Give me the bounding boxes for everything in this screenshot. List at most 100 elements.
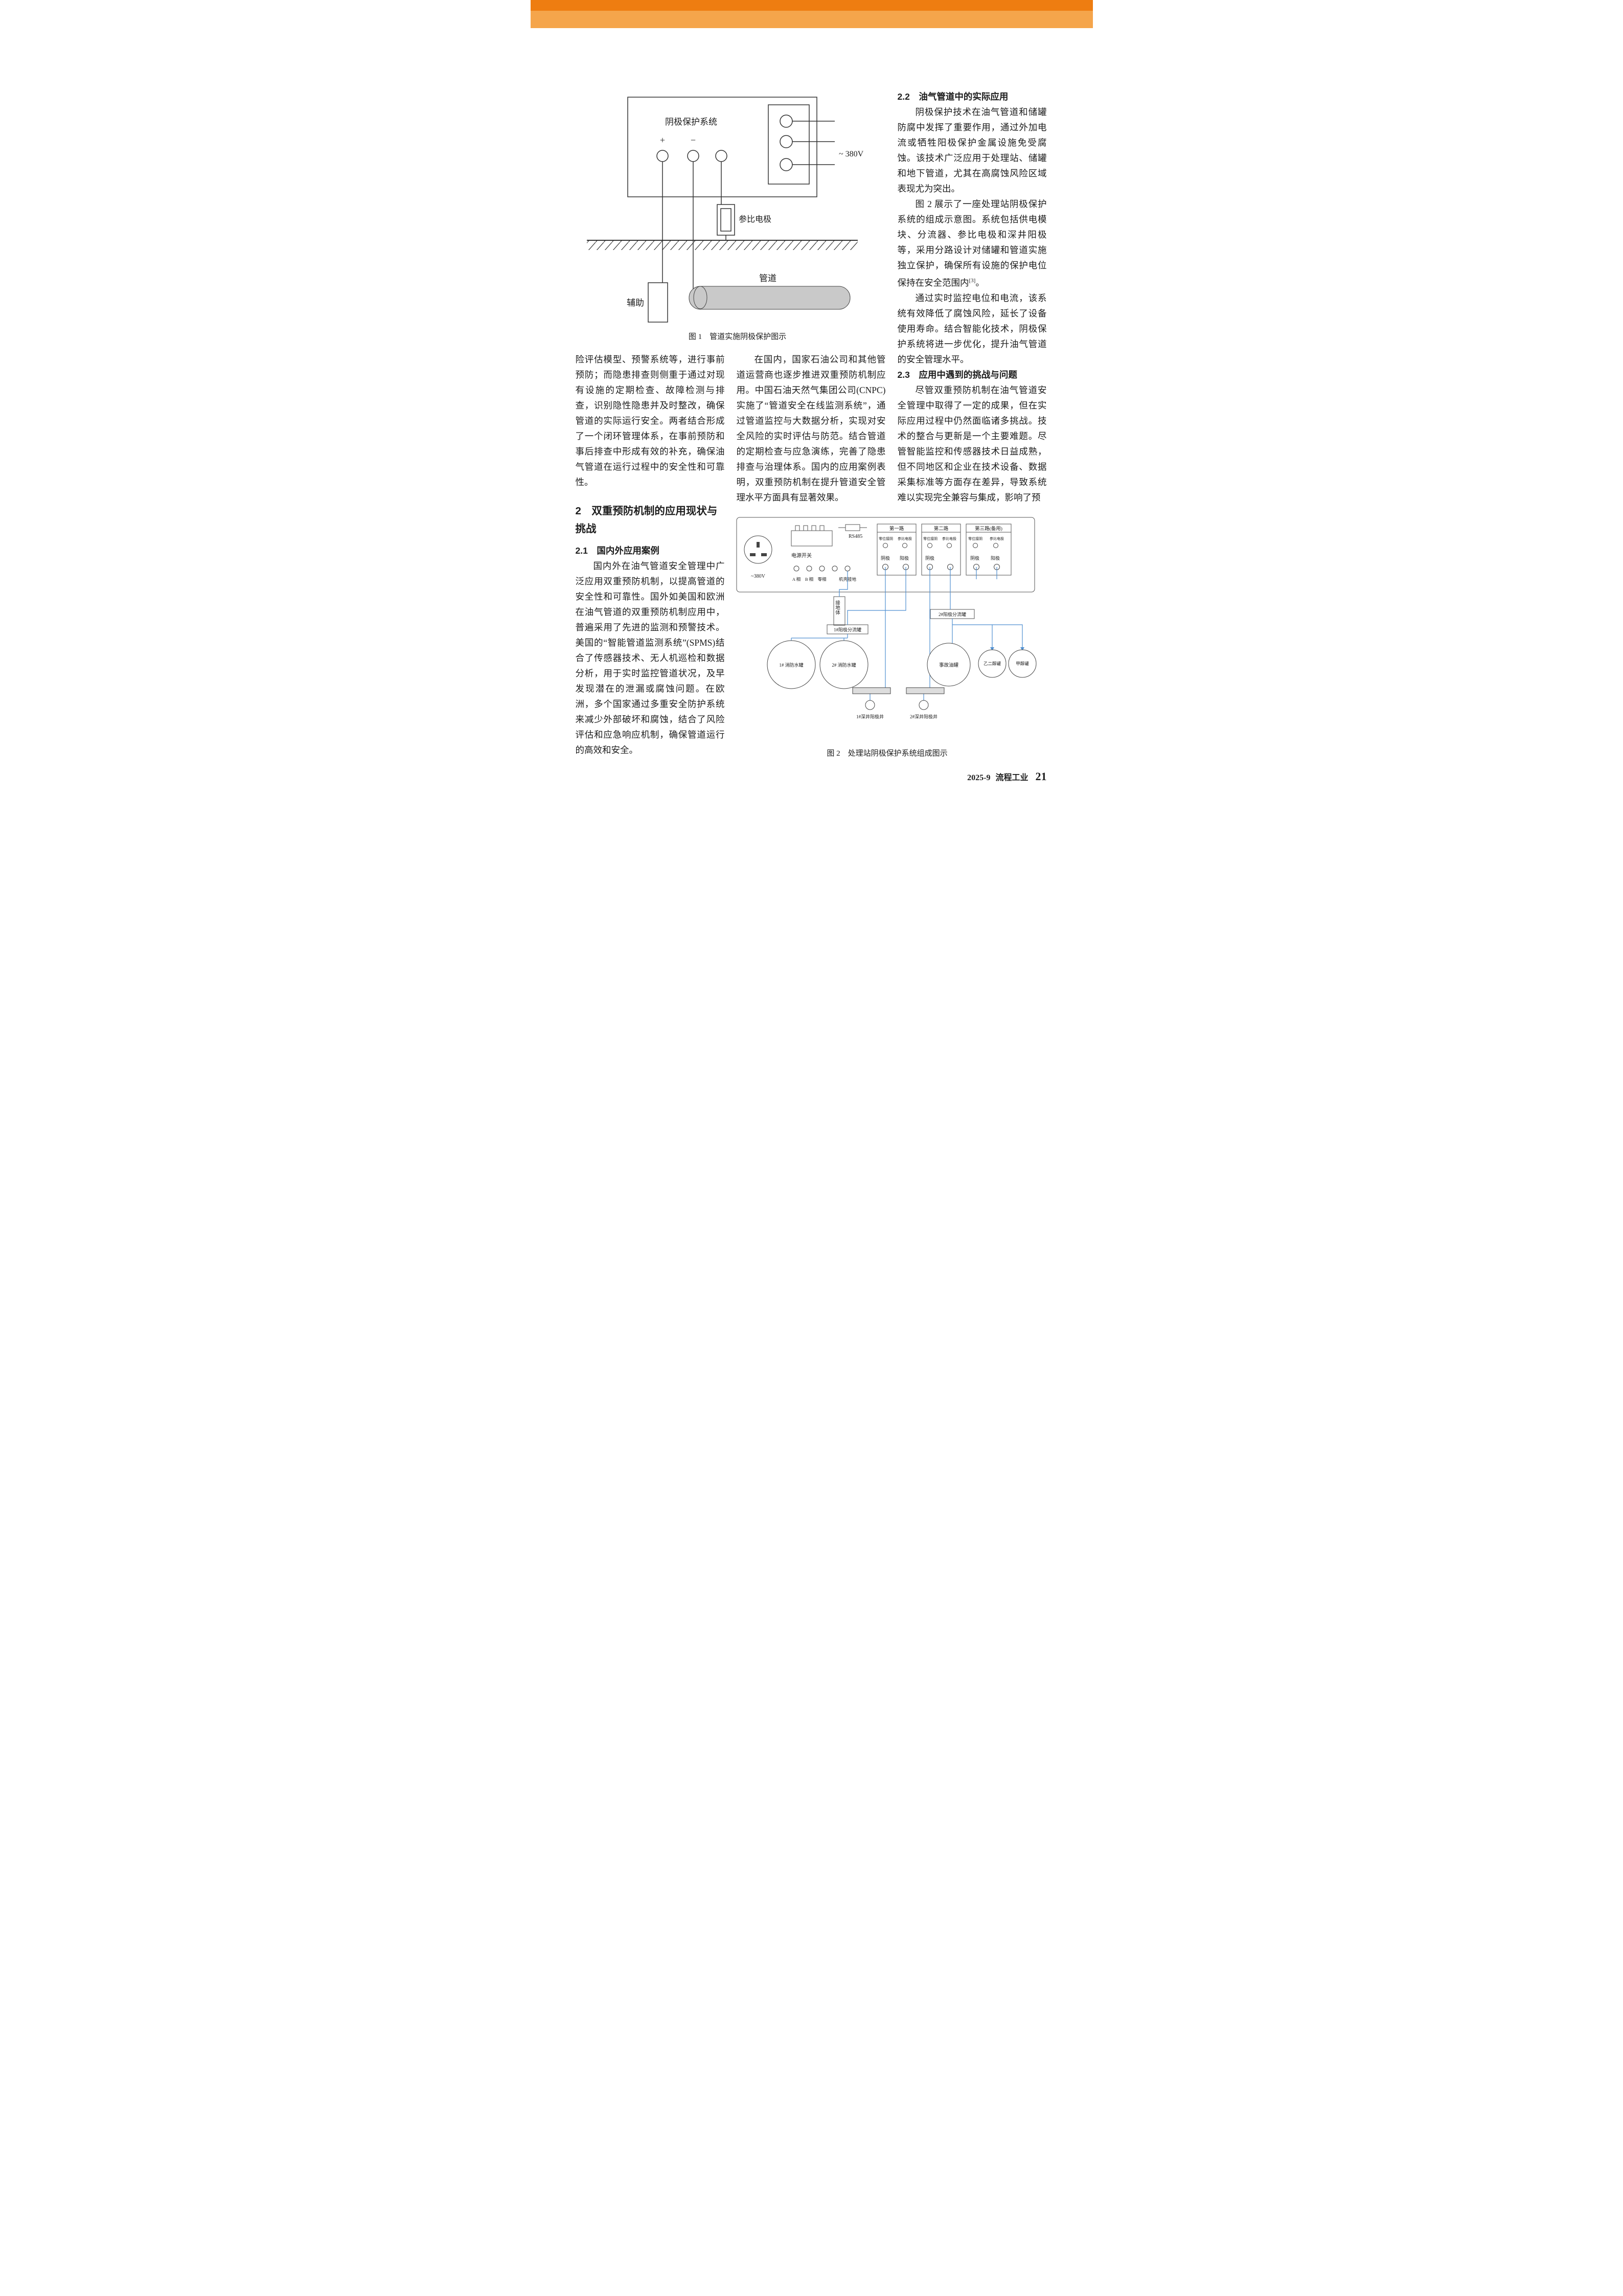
paragraph-text: 。 bbox=[975, 277, 985, 288]
label-auxiliary: 辅助 bbox=[627, 298, 644, 308]
figure2-schematic: ~380V 电源开关 RS485 A 相 B 相 零相 机壳接地 bbox=[736, 517, 1036, 719]
socket-neutral-pin bbox=[761, 553, 767, 556]
zero-ref-terminal bbox=[972, 543, 978, 548]
paragraph: 阴极保护技术在油气管道和储罐防腐中发挥了重要作用，通过外加电流或牺牲阳极保护金属… bbox=[897, 107, 1047, 194]
label-ref-electrode: 参比电极 bbox=[942, 536, 956, 541]
phase-terminal-2 bbox=[779, 135, 793, 148]
footer-page-number: 21 bbox=[1035, 770, 1047, 783]
label-accident-oil-tank: 事故油罐 bbox=[939, 662, 958, 668]
zero-ref-terminal bbox=[927, 543, 932, 548]
terminal-spare bbox=[832, 565, 837, 572]
power-switch-body bbox=[791, 530, 832, 547]
switch-tooth bbox=[819, 525, 824, 531]
paragraph-continued: 险评估模型、预警系统等，进行事前预防；而隐患排查则侧重于通过对现有设施的定期检查… bbox=[575, 354, 725, 487]
header-bar-dark bbox=[530, 0, 1093, 11]
deep-well-anode-1 bbox=[865, 700, 875, 710]
label-phase-b: B 相 bbox=[805, 577, 813, 582]
label-circuit-1: 第一路 bbox=[889, 526, 904, 532]
pipeline-cylinder bbox=[689, 286, 850, 310]
label-cathode: 阴极 bbox=[881, 555, 890, 561]
phase-terminal-1 bbox=[779, 115, 793, 128]
zero-ref-terminal bbox=[882, 543, 888, 548]
reference-electrode-inner bbox=[720, 208, 732, 232]
label-380v: ~ 380V bbox=[839, 150, 864, 158]
label-zero-ref: 零位接阴 bbox=[879, 536, 893, 541]
ground-hatching bbox=[586, 241, 858, 250]
figure-1: 阴极保护系统 + − ~ 380V 参比电极 bbox=[579, 86, 896, 342]
circuit-panel-2: 第二路 零位接阴 参比电极 阴极 bbox=[921, 524, 961, 576]
label-deep-well-2: 2#深井阳极井 bbox=[909, 714, 937, 719]
label-anode: 阳极 bbox=[991, 555, 1000, 561]
terminal-phase-a bbox=[793, 565, 799, 572]
section-2-3-heading: 2.3 应用中遇到的挑战与问题 bbox=[897, 369, 1017, 380]
switch-tooth bbox=[803, 525, 808, 531]
label-ref-electrode: 参比电极 bbox=[990, 536, 1004, 541]
label-glycol-tank: 乙二醇罐 bbox=[983, 661, 1001, 666]
section-2-2-heading: 2.2 油气管道中的实际应用 bbox=[897, 92, 1009, 102]
paragraph-text: 图 2 展示了一座处理站阴极保护系统的组成示意图。系统包括供电模块、分流器、参比… bbox=[897, 199, 1047, 288]
well-plate-2 bbox=[906, 687, 944, 694]
glycol-tank bbox=[978, 649, 1006, 678]
header-bar-light bbox=[530, 11, 1093, 28]
label-pipeline: 管道 bbox=[759, 274, 776, 283]
circuit-panel-3: 第三路(备用) 零位接阴 参比电极 阴极 阳极 bbox=[966, 524, 1011, 576]
paragraph: 在国内，国家石油公司和其他管道运营商也逐步推进双重预防机制应用。中国石油天然气集… bbox=[736, 354, 886, 503]
power-supply-box bbox=[627, 97, 817, 197]
label-zero-ref: 零位接阴 bbox=[923, 536, 938, 541]
label-ref-electrode: 参比电极 bbox=[898, 536, 912, 541]
rs485-resistor bbox=[845, 524, 860, 531]
label-anode: 阳极 bbox=[900, 555, 909, 561]
label-fire-water-tank-1: 1# 消防水罐 bbox=[779, 662, 803, 668]
label-circuit-3: 第三路(备用) bbox=[975, 526, 1002, 532]
label-zero-ref: 零位接阴 bbox=[968, 536, 982, 541]
paragraph: 国内外在油气管道安全管理中广泛应用双重预防机制，以提高管道的安全性和可靠性。国外… bbox=[575, 561, 725, 755]
terminal-positive bbox=[656, 150, 669, 162]
pipeline-end-cap bbox=[693, 286, 707, 309]
socket-live-pin bbox=[749, 553, 756, 556]
left-column: 险评估模型、预警系统等，进行事前预防；而隐患排查则侧重于通过对现有设施的定期检查… bbox=[576, 352, 725, 758]
terminal-reference bbox=[715, 150, 727, 162]
reference-electrode-box bbox=[716, 204, 735, 236]
section-2-heading: 2 双重预防机制的应用现状与挑战 bbox=[575, 505, 718, 535]
middle-column: 在国内，国家石油公司和其他管道运营商也逐步推进双重预防机制应用。中国石油天然气集… bbox=[737, 352, 886, 505]
figure1-diagram: 阴极保护系统 + − ~ 380V 参比电极 bbox=[586, 97, 864, 323]
label-phase-a: A 相 bbox=[792, 577, 800, 582]
label-plus: + bbox=[659, 135, 665, 145]
footer-issue: 2025-9 bbox=[967, 774, 991, 782]
terminal-phase-b bbox=[806, 565, 812, 572]
methanol-tank bbox=[1008, 649, 1036, 678]
label-rs485: RS485 bbox=[849, 534, 862, 539]
section-2-1-heading: 2.1 国内外应用案例 bbox=[575, 545, 659, 556]
figure-2: ~380V 电源开关 RS485 A 相 B 相 零相 机壳接地 bbox=[734, 515, 1041, 758]
terminal-negative bbox=[687, 150, 699, 162]
citation-ref: [3] bbox=[969, 278, 976, 284]
supply-block bbox=[767, 104, 810, 185]
terminal-neutral bbox=[819, 565, 825, 572]
label-methanol-tank: 甲醇罐 bbox=[1016, 661, 1029, 666]
label-manifold-2: 2#阳极分流罐 bbox=[938, 611, 966, 617]
well-plate-1 bbox=[852, 687, 890, 694]
ref-electrode-terminal bbox=[993, 543, 998, 548]
accident-oil-tank bbox=[927, 643, 970, 687]
paragraph: 通过实时监控电位和电流，该系统有效降低了腐蚀风险，延长了设备使用寿命。结合智能化… bbox=[897, 292, 1047, 365]
label-minus: − bbox=[690, 135, 695, 145]
terminal-chassis-ground bbox=[844, 565, 850, 572]
magazine-page: 阴极保护系统 + − ~ 380V 参比电极 bbox=[530, 0, 1093, 795]
label-deep-well-1: 1#深井阳极井 bbox=[856, 714, 883, 719]
label-grounding-body: 接地体 bbox=[834, 600, 840, 615]
label-cathode: 阴极 bbox=[925, 555, 934, 561]
right-column: 2.2 油气管道中的实际应用 阴极保护技术在油气管道和储罐防腐中发挥了重要作用，… bbox=[898, 89, 1047, 505]
label-power-switch: 电源开关 bbox=[791, 552, 812, 559]
page-footer: 2025-9 流程工业 21 bbox=[967, 770, 1046, 783]
paragraph: 图 2 展示了一座处理站阴极保护系统的组成示意图。系统包括供电模块、分流器、参比… bbox=[898, 196, 1047, 290]
paragraph: 尽管双重预防机制在油气管道安全管理中取得了一定的成果，但在实际应用过程中仍然面临… bbox=[897, 384, 1047, 503]
deep-well-anode-2 bbox=[919, 700, 928, 710]
label-reference-electrode: 参比电极 bbox=[739, 215, 771, 224]
footer-magazine-name: 流程工业 bbox=[995, 774, 1028, 782]
label-380v: ~380V bbox=[751, 574, 765, 579]
label-fire-water-tank-2: 2# 消防水罐 bbox=[832, 662, 856, 668]
circuit-panel-1: 第一路 零位接阴 参比电极 阴极 阳极 bbox=[877, 524, 916, 576]
label-neutral: 零相 bbox=[817, 577, 826, 582]
label-cathodic-protection-system: 阴极保护系统 bbox=[665, 117, 717, 127]
switch-tooth bbox=[811, 525, 816, 531]
